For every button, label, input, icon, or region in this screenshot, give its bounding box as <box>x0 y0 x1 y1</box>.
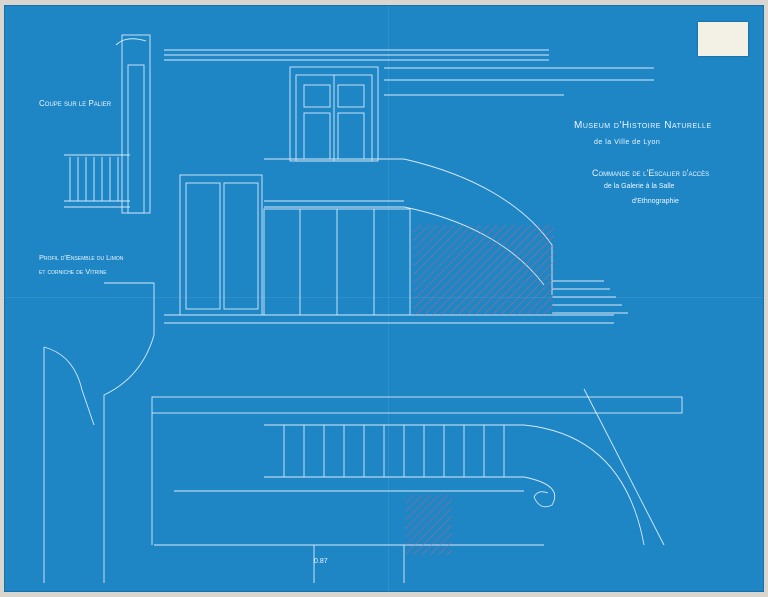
vitrine-cabinets <box>179 174 411 316</box>
limon-profile <box>43 282 155 583</box>
balcony-balustrade <box>264 158 404 208</box>
label-profil-line1: Profil d'Ensemble du Limon <box>39 253 124 262</box>
blueprint-drawing <box>43 34 683 583</box>
hatched-area-plan <box>406 495 452 555</box>
door-elevation <box>289 66 379 162</box>
title-museum: Museum d'Histoire Naturelle <box>574 120 712 131</box>
title-ethnographie: d'Ethnographie <box>632 198 679 205</box>
hatched-area-elevation <box>414 225 554 315</box>
stair-steps-elevation <box>552 280 628 314</box>
title-city: de la Ville de Lyon <box>594 139 661 146</box>
title-galerie: de la Galerie à la Salle <box>604 183 675 190</box>
label-scale-mark: 0.87 <box>314 558 328 565</box>
label-profil-line2: et corniche de Vitrine <box>39 267 107 276</box>
pillar-section <box>121 34 151 214</box>
balustrade-section <box>69 157 119 201</box>
blueprint-sheet: Museum d'Histoire Naturelle de la Ville … <box>4 5 764 592</box>
stair-plan <box>151 388 683 583</box>
label-coupe: Coupe sur le Palier <box>39 99 112 108</box>
fold-line-vertical <box>388 5 389 592</box>
archive-stamp-icon <box>698 22 748 56</box>
fold-line-horizontal <box>4 297 764 298</box>
title-commande: Commande de l'Escalier d'accès <box>592 168 710 178</box>
